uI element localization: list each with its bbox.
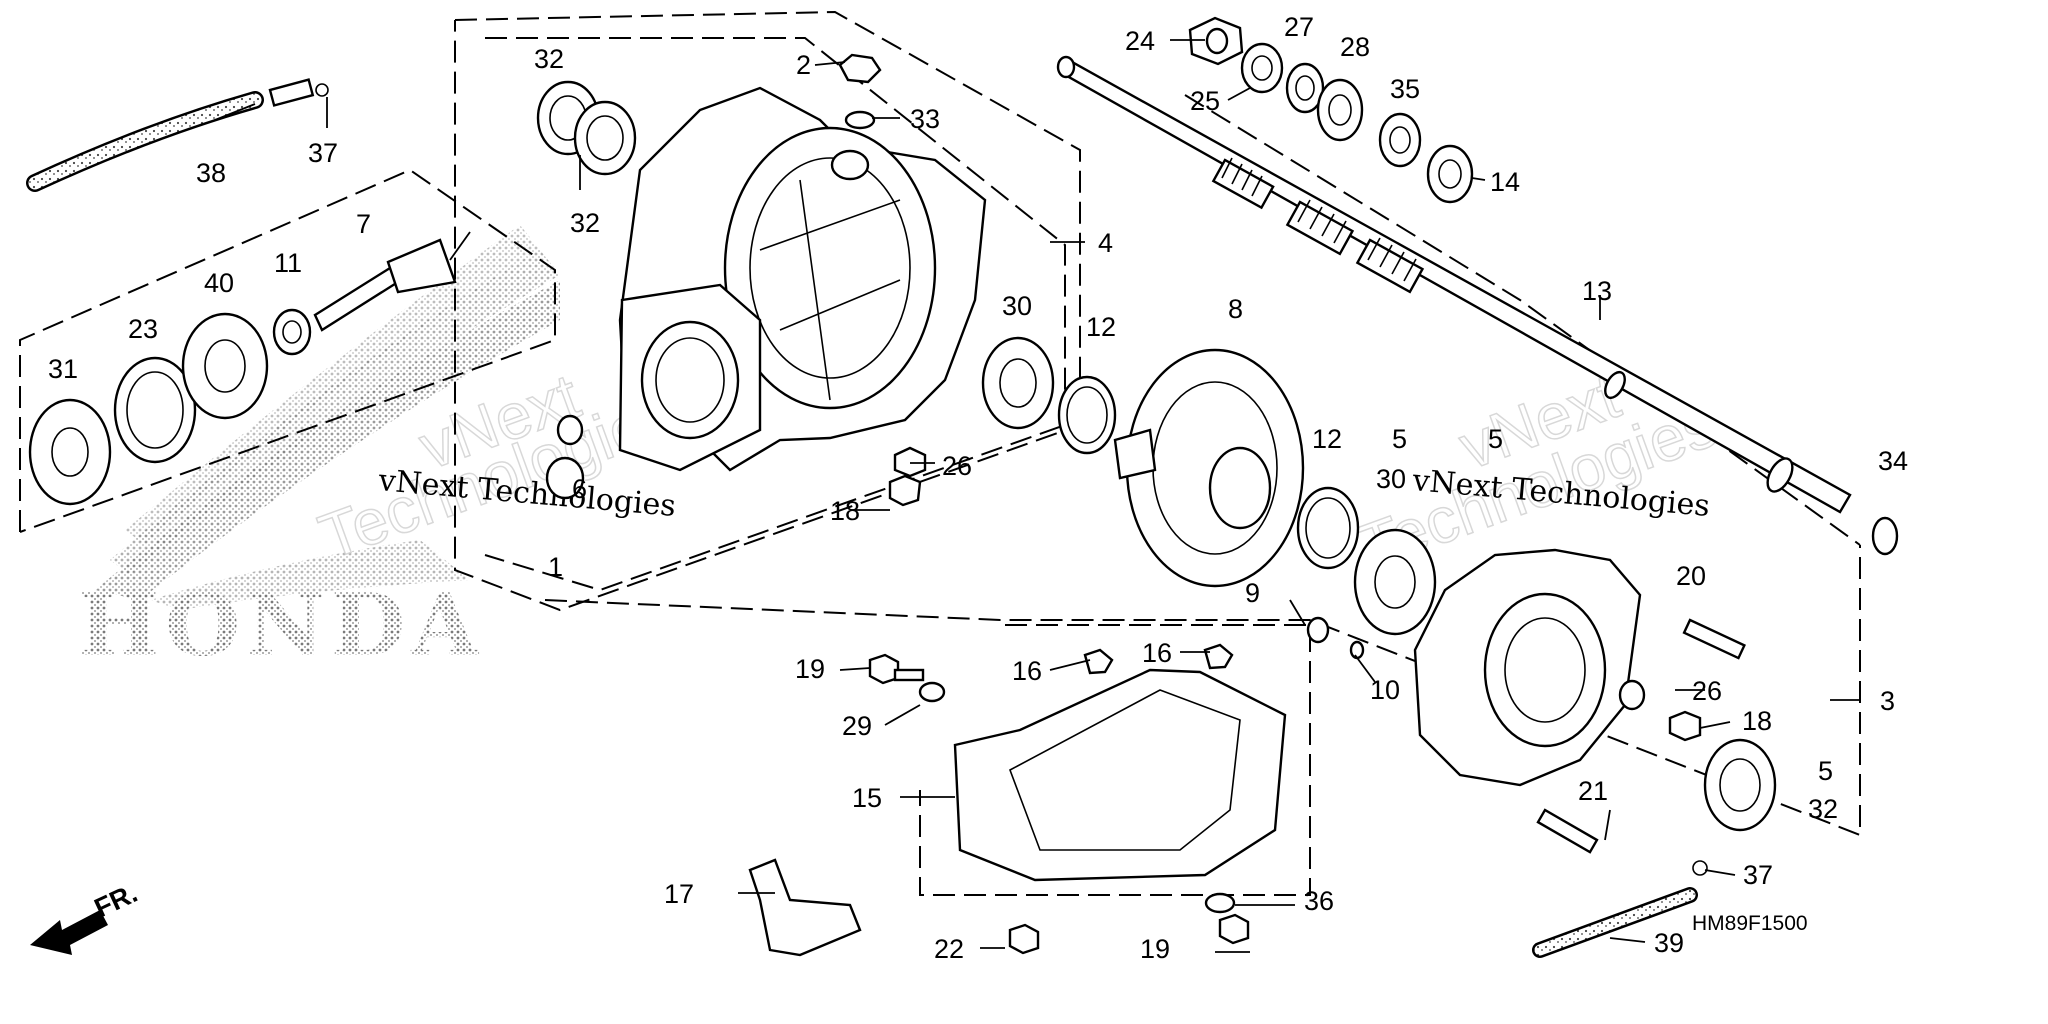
callout-19a: 19 <box>795 654 825 684</box>
callout-32c: 32 <box>1808 794 1838 824</box>
breather-hose <box>26 78 329 192</box>
callout-32a: 32 <box>534 44 564 74</box>
callout-34: 34 <box>1878 446 1908 476</box>
callout-24: 24 <box>1125 26 1155 56</box>
callout-18a: 18 <box>830 496 860 526</box>
callout-37b: 37 <box>1743 860 1773 890</box>
callout-7: 7 <box>356 209 371 239</box>
callout-12a: 12 <box>1086 312 1116 342</box>
callout-2: 2 <box>796 50 811 80</box>
callout-26a: 26 <box>942 451 972 481</box>
callout-22: 22 <box>934 934 964 964</box>
case-fasteners <box>536 53 1117 507</box>
gear-case <box>618 86 987 472</box>
callout-17: 17 <box>664 879 694 909</box>
callout-14: 14 <box>1490 167 1520 197</box>
pinion-assembly <box>28 231 471 506</box>
callout-32b: 32 <box>570 208 600 238</box>
callout-11: 11 <box>274 248 302 278</box>
diagram-code: HM89F1500 <box>1692 912 1808 935</box>
leader-lines <box>214 39 1860 953</box>
callout-25: 25 <box>1190 86 1220 116</box>
callout-9: 9 <box>1245 578 1260 608</box>
callout-26b: 26 <box>1692 676 1722 706</box>
rear-cover <box>1413 548 1777 958</box>
callout-16b: 16 <box>1142 638 1172 668</box>
assembly-boundaries <box>19 10 1861 896</box>
callout-31: 31 <box>48 354 78 384</box>
callout-10: 10 <box>1370 675 1400 705</box>
callout-36: 36 <box>1304 886 1334 916</box>
callout-28: 28 <box>1340 32 1370 62</box>
callout-40: 40 <box>204 268 234 298</box>
axle-nut-washers <box>1188 16 1899 556</box>
skid-plate <box>748 643 1287 957</box>
callout-30a: 30 <box>1002 291 1032 321</box>
callout-12b: 12 <box>1312 424 1342 454</box>
callout-37a: 37 <box>308 138 338 168</box>
callout-5c: 5 <box>1818 756 1833 786</box>
callout-19b: 19 <box>1140 934 1170 964</box>
callout-30b: 30 <box>1376 464 1406 494</box>
callout-15: 15 <box>852 783 882 813</box>
callout-1: 1 <box>548 552 563 582</box>
callout-3: 3 <box>1880 686 1895 716</box>
callout-numbers: 1 2 3 4 5 5 5 6 7 8 9 10 11 12 12 13 14 … <box>48 12 1908 964</box>
callout-5b: 5 <box>1488 424 1503 454</box>
callout-38: 38 <box>196 158 226 188</box>
callout-27: 27 <box>1284 12 1314 42</box>
callout-16a: 16 <box>1012 656 1042 686</box>
callout-33: 33 <box>910 104 940 134</box>
callout-6: 6 <box>572 474 587 504</box>
callout-23: 23 <box>128 314 158 344</box>
callout-4: 4 <box>1098 228 1113 258</box>
callout-29: 29 <box>842 711 872 741</box>
callout-20: 20 <box>1676 561 1706 591</box>
callout-35: 35 <box>1390 74 1420 104</box>
ring-gear <box>1113 348 1437 660</box>
axle-shaft <box>1056 55 1852 514</box>
front-arrow: FR. <box>30 878 142 955</box>
callout-5a: 5 <box>1392 424 1407 454</box>
honda-wing-logo: HONDA <box>78 225 560 676</box>
callout-18b: 18 <box>1742 706 1772 736</box>
callout-39: 39 <box>1654 928 1684 958</box>
callout-21: 21 <box>1578 776 1608 806</box>
callout-13: 13 <box>1582 276 1612 306</box>
honda-logo-text: HONDA <box>78 575 484 676</box>
callout-8: 8 <box>1228 294 1243 324</box>
